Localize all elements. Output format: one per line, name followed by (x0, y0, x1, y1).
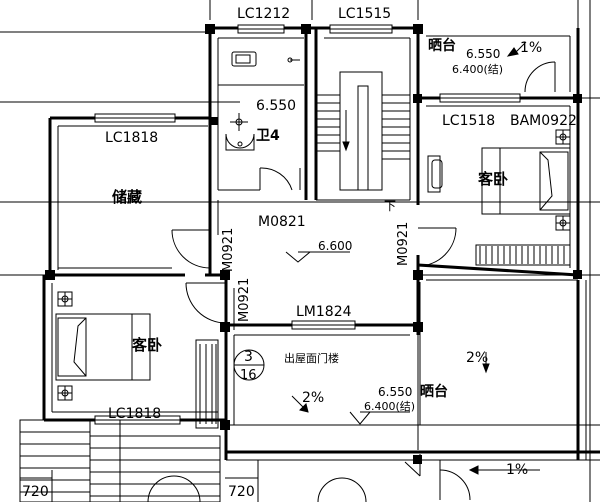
elevation-label-terrace-bot-1: 6.550 (378, 385, 412, 399)
elevation-label-terrace-bot-2: 6.400(结) (364, 400, 415, 413)
window-label-lc1518: LC1518 (442, 113, 495, 129)
door-label-m0921-bed-right: M0921 (396, 222, 411, 266)
slope-label-roof: 2% (302, 390, 324, 406)
door-label-lm1824: LM1824 (296, 304, 352, 320)
room-label-terrace-bottom: 晒台 (420, 383, 448, 400)
doors (171, 61, 556, 501)
door-label-m0921-storage: M0921 (221, 228, 236, 272)
roof-exit-label: 出屋面门楼 (284, 351, 339, 365)
door-label-bam0922: BAM0922 (510, 113, 577, 129)
door-label-m0921-bed-left: M0921 (237, 278, 252, 322)
window-label-storage: LC1818 (105, 130, 158, 146)
detail-ref-sheet: 16 (240, 368, 257, 383)
dimension-label-mid: 720 (228, 484, 255, 500)
stair (316, 71, 410, 201)
elevation-label-hall: 6.600 (318, 239, 352, 253)
labels: LC1212 LC1515 晒台 6.550 6.400(结) 1% 6.550… (22, 6, 577, 500)
window-label-bed-left: LC1818 (108, 406, 161, 422)
door-label-m0821: M0821 (258, 214, 306, 230)
dimension-label-left: 720 (22, 484, 49, 500)
window-label-lc1212: LC1212 (237, 6, 290, 22)
room-label-bath: 卫4 (256, 128, 280, 144)
slope-label-top: 1% (520, 40, 542, 56)
windows (94, 24, 521, 425)
walls (42, 26, 600, 461)
slope-label-bottom: 1% (506, 462, 528, 478)
room-label-storage: 储藏 (112, 188, 142, 206)
window-label-lc1515: LC1515 (338, 6, 391, 22)
detail-ref-number: 3 (244, 349, 253, 365)
slope-label-right: 2% (466, 350, 488, 366)
stair-down-label: 下 (384, 199, 396, 213)
columns (45, 24, 582, 464)
elevation-label-terrace-top-2: 6.400(结) (452, 63, 503, 76)
symbols (147, 41, 540, 502)
room-label-terrace-top: 晒台 (428, 37, 456, 54)
elevation-label-bath: 6.550 (256, 98, 296, 114)
elevation-label-terrace-top-1: 6.550 (466, 47, 500, 61)
room-label-bedroom-left: 客卧 (131, 336, 162, 354)
fixtures (19, 51, 571, 502)
room-label-bedroom-right: 客卧 (477, 170, 508, 188)
